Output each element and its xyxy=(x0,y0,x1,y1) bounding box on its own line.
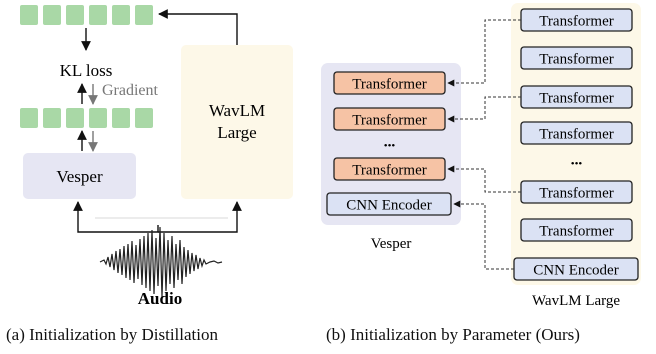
vesper-block-1-label: Transformer xyxy=(352,77,426,93)
audio-to-teacher-arrow xyxy=(158,201,242,233)
copy-arrow-1 xyxy=(447,19,521,87)
teacher-output-arrow xyxy=(158,9,238,45)
panel-b: Transformer Transformer Transformer Tran… xyxy=(321,3,641,309)
audio-to-student-arrow xyxy=(73,201,159,233)
vesper-ellipsis: ••• xyxy=(384,140,396,152)
caption-b: (b) Initialization by Parameter (Ours) xyxy=(326,325,580,344)
wavlm-block-4-label: Transformer xyxy=(539,127,613,143)
panel-a: KL loss Gradient Vesper WavLM Large Au xyxy=(20,5,293,308)
vesper-cnn-encoder xyxy=(326,192,452,216)
vesper-container xyxy=(321,63,461,225)
caption-a: (a) Initialization by Distillation xyxy=(6,325,218,344)
student-vesper-label: Vesper xyxy=(56,167,103,186)
student-feature-row xyxy=(20,108,153,128)
wavlm-label: WavLM Large xyxy=(532,293,620,309)
teacher-wavlm-box xyxy=(181,45,293,199)
wavlm-block-4 xyxy=(520,121,633,145)
wavlm-block-3-label: Transformer xyxy=(539,91,613,107)
wavlm-block-2-label: Transformer xyxy=(539,52,613,68)
audio-waveform-icon xyxy=(99,226,223,298)
vesper-block-3 xyxy=(333,157,446,181)
copy-arrow-2 xyxy=(447,96,521,123)
vesper-block-1 xyxy=(333,71,446,95)
vesper-block-2 xyxy=(333,107,446,131)
wavlm-block-2 xyxy=(520,46,633,70)
vesper-block-3-label: Transformer xyxy=(352,163,426,179)
wavlm-ellipsis: ••• xyxy=(571,158,583,170)
wavlm-block-6-label: Transformer xyxy=(539,224,613,240)
student-vesper-box xyxy=(23,153,136,199)
wavlm-cnn-encoder-label: CNN Encoder xyxy=(533,263,618,279)
teacher-feature-row xyxy=(20,5,153,25)
audio-label: Audio xyxy=(138,289,182,308)
gradient-label: Gradient xyxy=(102,82,159,99)
copy-arrow-cnn xyxy=(453,200,514,270)
teacher-wavlm-label-line2: Large xyxy=(217,123,256,142)
wavlm-block-1-label: Transformer xyxy=(539,14,613,30)
wavlm-block-6 xyxy=(520,218,633,242)
vesper-cnn-encoder-label: CNN Encoder xyxy=(346,198,431,214)
vesper-block-2-label: Transformer xyxy=(352,113,426,129)
parameter-copy-arrows xyxy=(447,19,521,270)
wavlm-block-5-label: Transformer xyxy=(539,186,613,202)
vesper-label: Vesper xyxy=(371,236,412,252)
copy-arrow-3 xyxy=(447,165,521,193)
kl-loss-label: KL loss xyxy=(60,61,113,80)
teacher-wavlm-label-line1: WavLM xyxy=(209,101,265,120)
